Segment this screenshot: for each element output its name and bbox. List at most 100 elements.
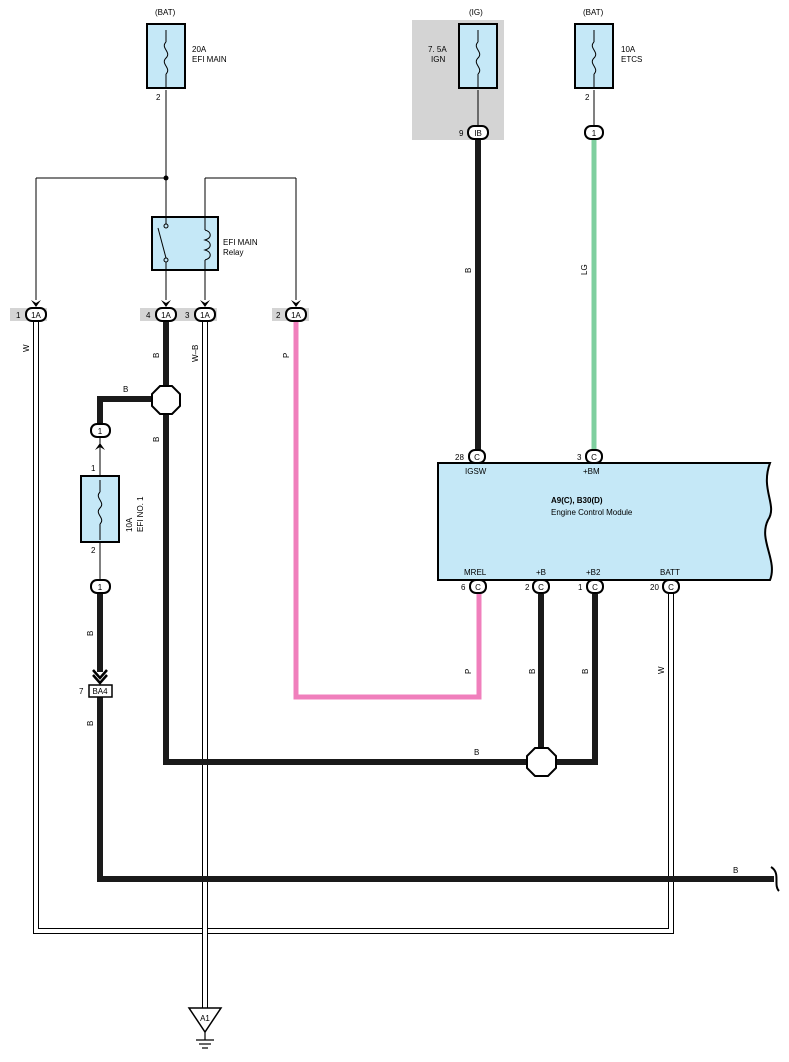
fuse-efi-main <box>146 23 186 89</box>
connector-efi-no1-bottom-label: 1 <box>98 583 103 592</box>
wire-label-p-left: P <box>282 353 291 358</box>
fuse-efi-main-source: (BAT) <box>155 8 176 17</box>
fuse-efi-main-name: EFI MAIN <box>192 55 227 64</box>
fuse-etcs-rating: 10A <box>621 45 636 54</box>
fuse-efi-no1-pin-bottom: 2 <box>91 546 96 555</box>
connector-ba4-label: BA4 <box>92 687 108 696</box>
ecm-pin-b2-conn: C <box>592 583 598 592</box>
fuse-efi-no1 <box>80 475 120 543</box>
junction-octagon-1 <box>151 385 181 415</box>
connector-1a-3-pin: 3 <box>185 311 190 320</box>
wire-label-b-far: B <box>733 866 738 875</box>
connector-efi-no1-bottom <box>90 579 111 594</box>
ground-icon <box>196 1032 214 1049</box>
connector-etcs-label: 1 <box>592 129 597 138</box>
connector-ib-pin: 9 <box>459 129 464 138</box>
ecm-pin-bm <box>585 449 603 464</box>
fuse-ign <box>458 23 498 89</box>
ecm-pin-b-num: 2 <box>525 583 530 592</box>
ecm-pin-batt-num: 20 <box>650 583 659 592</box>
ecm-pin-bm-conn: C <box>591 453 597 462</box>
ecm-pin-mrel-conn: C <box>475 583 481 592</box>
ecm-pin-bm-num: 3 <box>577 453 582 462</box>
w-wire-batt <box>33 321 674 934</box>
connector-1a-2-pin: 2 <box>276 311 281 320</box>
fuse-efi-no1-pin-top: 1 <box>91 464 96 473</box>
ecm-pin-b2 <box>586 579 604 594</box>
ecm-pin-igsw-num: 28 <box>455 453 464 462</box>
ecm-pin-igsw <box>468 449 486 464</box>
connector-etcs <box>584 125 604 140</box>
wire-label-b-down: B <box>152 437 161 442</box>
ecm-pin-b2-num: 1 <box>578 583 583 592</box>
ecm-pin-batt-name: BATT <box>660 568 680 577</box>
connector-ba4-pin: 7 <box>79 687 84 696</box>
ecm-pin-mrel-num: 6 <box>461 583 466 592</box>
fuse-etcs-source: (BAT) <box>583 8 604 17</box>
ecm-pin-mrel <box>469 579 487 594</box>
wire-label-b-bottom: B <box>474 748 479 757</box>
wire-label-ig-b: B <box>464 268 473 273</box>
ecm-pin-b-conn: C <box>538 583 544 592</box>
wire-label-w-batt: W <box>657 666 666 674</box>
fuse-ign-rating: 7. 5A <box>428 45 447 54</box>
ecm-name: Engine Control Module <box>551 508 633 517</box>
fuse-efi-no1-rating: 10A <box>125 517 134 532</box>
relay-name: EFI MAIN <box>223 238 258 247</box>
connector-1a-1 <box>25 307 47 322</box>
ground-label: A1 <box>200 1014 210 1023</box>
ecm-pin-igsw-conn: C <box>474 453 480 462</box>
connector-1a-4-label: 1A <box>161 311 171 320</box>
efi-main-relay <box>151 216 219 271</box>
fuse-efi-no1-name: EFI NO. 1 <box>136 496 145 532</box>
ecm-pin-batt-conn: C <box>668 583 674 592</box>
ecm-pin-bm-name: +BM <box>583 467 600 476</box>
connector-efi-no1-top <box>90 423 111 438</box>
ecm-title: A9(C), B30(D) <box>551 496 603 505</box>
wire-label-w-left: W <box>22 344 31 352</box>
ecm-pin-b <box>532 579 550 594</box>
wire-label-b-branch: B <box>123 385 128 394</box>
wire-break-icon <box>770 866 780 892</box>
wire-label-p-ecm: P <box>464 669 473 674</box>
thin-wires <box>35 90 595 580</box>
connector-1a-1-pin: 1 <box>16 311 21 320</box>
connector-1a-2-label: 1A <box>291 311 301 320</box>
connector-1a-3-label: 1A <box>200 311 210 320</box>
junction-octagon-2 <box>526 747 557 777</box>
fuse-etcs-pin: 2 <box>585 93 590 102</box>
fuse-etcs-name: ETCS <box>621 55 642 64</box>
connector-ib-label: IB <box>474 129 482 138</box>
ground-connector <box>187 1007 223 1034</box>
wire-label-b-ba4: B <box>86 721 95 726</box>
wire-label-b-pb: B <box>528 669 537 674</box>
wire-label-lg: LG <box>580 264 589 275</box>
connector-ib <box>467 125 489 140</box>
splice-dot <box>163 175 169 181</box>
fuse-ign-source: (IG) <box>469 8 483 17</box>
connector-arrows <box>31 300 301 307</box>
arrow-up-icon <box>95 443 105 450</box>
ecm-pin-b-name: +B <box>536 568 546 577</box>
wire-label-b-fuse: B <box>86 631 95 636</box>
fuse-ign-name: IGN <box>431 55 445 64</box>
fuse-etcs <box>574 23 614 89</box>
relay-sub: Relay <box>223 248 243 257</box>
wire-label-b-pb2: B <box>581 669 590 674</box>
connector-1a-4 <box>155 307 177 322</box>
fuse-efi-main-pin: 2 <box>156 93 161 102</box>
ecm-pin-b2-name: +B2 <box>586 568 601 577</box>
pink-wire <box>293 321 482 700</box>
ecm-pin-mrel-name: MREL <box>464 568 487 577</box>
fuse-efi-main-rating: 20A <box>192 45 207 54</box>
wire-label-b-relay: B <box>152 353 161 358</box>
connector-1a-2 <box>285 307 307 322</box>
connector-1a-3 <box>194 307 216 322</box>
connector-1a-1-label: 1A <box>31 311 41 320</box>
ecm-module <box>437 462 773 581</box>
connector-efi-no1-top-label: 1 <box>98 427 103 436</box>
connector-1a-4-pin: 4 <box>146 311 151 320</box>
black-wires <box>97 139 774 882</box>
double-arrow-icon <box>92 669 108 685</box>
